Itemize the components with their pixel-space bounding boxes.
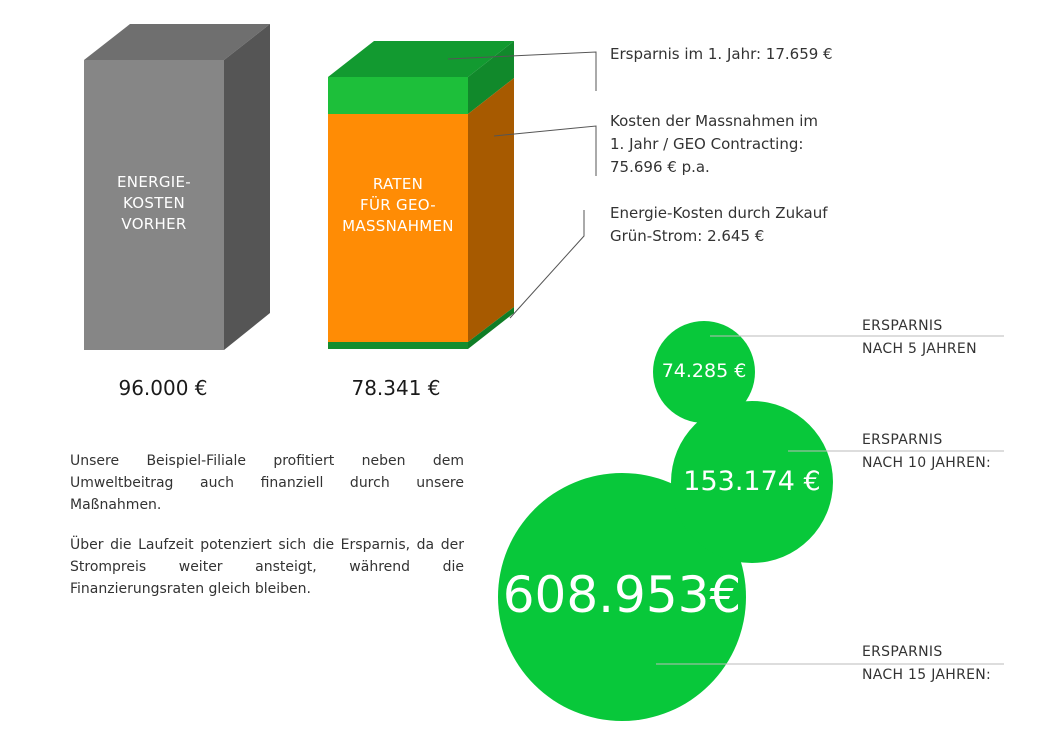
energy-costs-before-label: ENERGIE- KOSTEN VORHER [117,173,191,233]
grey-bar-top [84,24,270,60]
bubble-15-years [498,473,746,721]
energy-costs-before-total: 96.000 € [118,376,208,400]
leader-green-power [509,210,585,319]
green-bar-top [328,41,514,77]
savings-10-years-label: ERSPARNIS NACH 10 JAHREN: [862,429,991,475]
savings-5-years-value: 74.285 € [661,360,747,382]
savings-5-years-label-line2: NACH 5 JAHREN [862,341,977,357]
geo-measures-label: RATEN FÜR GEO- MASSNAHMEN [342,175,454,235]
leader-savings-year1 [447,51,597,91]
energy-costs-before-bar [84,24,270,350]
grey-bar-side [224,24,270,350]
bar-leader-lines [447,51,597,319]
savings-10-years-label-line2: NACH 10 JAHREN: [862,455,992,471]
savings-15-years-label-line2: NACH 15 JAHREN: [862,667,992,683]
savings-paragraph: Über die Laufzeit potenziert sich die Er… [70,537,464,597]
orange-bar-side [468,78,514,342]
annotation-measures-cost: Kosten der Massnahmen im 1. Jahr / GEO C… [610,112,819,176]
savings-10-years-label-line1: ERSPARNIS [862,432,943,448]
intro-paragraph: Unsere Beispiel-Filiale profitiert neben… [70,453,464,513]
savings-5-years-label: ERSPARNIS NACH 5 JAHREN [862,315,977,361]
bubble-leader-lines [656,335,1004,665]
annotation-savings-year1: Ersparnis im 1. Jahr: 17.659 € [610,45,833,63]
annotation-green-power: Energie-Kosten durch Zukauf Grün-Strom: … [610,204,828,245]
grey-bar-front [84,60,224,350]
bubble-5-years [653,321,755,423]
bubble-10-years [671,401,833,563]
geo-measures-bar [328,41,514,349]
green-strom-segment [328,342,468,349]
green-bar-side-bottom [468,307,514,349]
geo-measures-total: 78.341 € [351,376,441,400]
savings-15-years-value: 608.953€ [502,566,742,624]
green-savings-segment [328,77,468,114]
savings-10-years-value: 153.174 € [683,466,821,497]
savings-15-years-label-line1: ERSPARNIS [862,644,943,660]
leader-measures-cost [493,125,597,176]
green-bar-side-top [468,41,514,114]
savings-15-years-label: ERSPARNIS NACH 15 JAHREN: [862,641,991,687]
orange-measures-segment [328,114,468,342]
savings-5-years-label-line1: ERSPARNIS [862,318,943,334]
